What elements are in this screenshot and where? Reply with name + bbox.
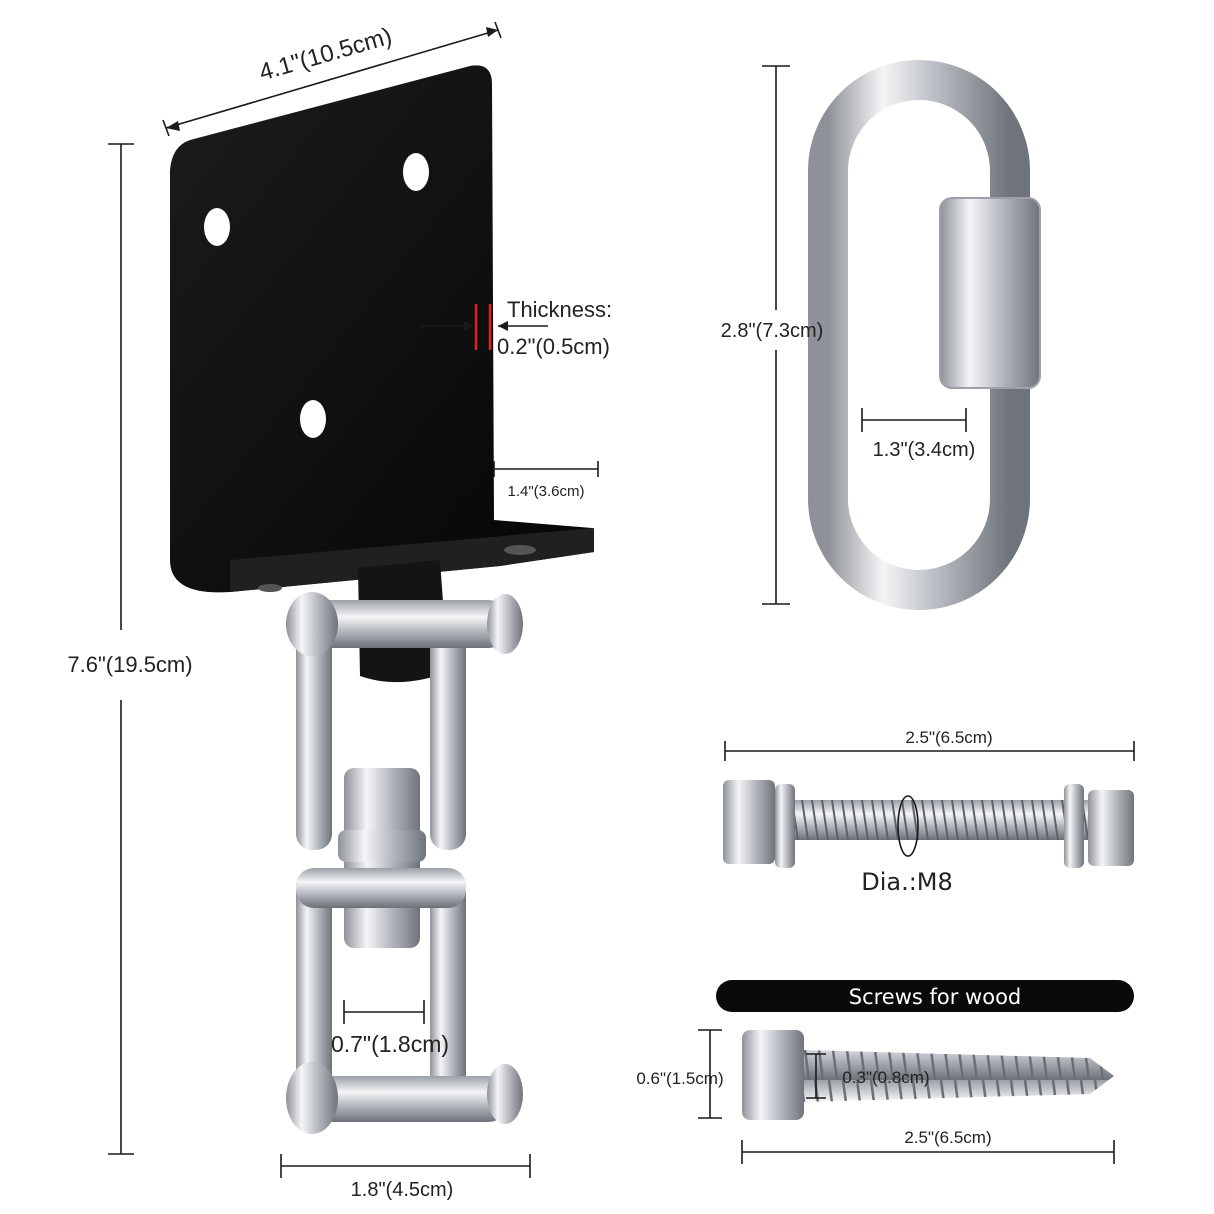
banner-background <box>716 980 1134 1012</box>
thickness-value-label: 0.2"(0.5cm) <box>497 334 610 359</box>
thickness-arrow-right <box>498 321 508 331</box>
hex-bolt-assembly <box>723 780 1134 868</box>
screw-head <box>742 1030 804 1120</box>
screw-thread <box>804 1050 1114 1102</box>
bolt-diameter-marker <box>897 795 919 857</box>
bolt-head <box>723 780 775 864</box>
lower-shackle-crown <box>296 868 466 908</box>
plate-hole <box>300 400 326 438</box>
plate-hole <box>204 208 230 246</box>
lower-shackle-right-arm <box>430 870 466 1090</box>
plate-width-arrow <box>166 121 180 131</box>
plate-width-line <box>165 29 499 129</box>
nut-washer <box>1064 784 1084 868</box>
flange-hole <box>258 584 282 592</box>
quick-link-sleeve <box>939 197 1041 389</box>
bolt-length-label: 2.5"(6.5cm) <box>905 728 992 747</box>
total-height-label: 7.6"(19.5cm) <box>67 652 192 677</box>
screw-length-label: 2.5"(6.5cm) <box>904 1128 991 1147</box>
bolt-thread <box>790 800 1095 840</box>
plate-hole <box>403 153 429 191</box>
bolt-washer <box>775 784 795 868</box>
lower-shackle-left-arm <box>296 870 332 1090</box>
mounting-plate <box>170 65 594 593</box>
link-gap-label: 1.3"(3.4cm) <box>873 439 976 461</box>
upper-pin-nut <box>487 594 523 654</box>
swivel-barrel-band <box>338 830 426 862</box>
plate-width-arrow <box>486 27 498 37</box>
screw-head-label: 0.6"(1.5cm) <box>636 1069 723 1088</box>
banner-label: Screws for wood <box>849 985 1022 1009</box>
bolt-nut <box>1088 790 1134 866</box>
bracket-assembly <box>170 65 594 1134</box>
flange-hole <box>504 545 536 555</box>
upper-shackle-pin <box>300 600 510 648</box>
wood-screw <box>742 1030 1114 1120</box>
upper-pin-head <box>286 592 338 656</box>
flange-depth-label: 1.4"(3.6cm) <box>507 483 584 500</box>
plate-flange <box>230 528 594 592</box>
lower-pin-nut <box>487 1064 523 1124</box>
lower-shackle-pin <box>300 1076 510 1122</box>
arrowheads <box>166 27 508 331</box>
wood-screw-banner: Screws for wood <box>716 980 1134 1012</box>
screw-shank-label: 0.3"(0.8cm) <box>842 1068 929 1087</box>
lower-pin-head <box>286 1062 338 1134</box>
thickness-arrow-left <box>464 321 474 331</box>
plate-width-label: 4.1"(10.5cm) <box>256 23 395 87</box>
shackle-gap-label: 0.7"(1.8cm) <box>331 1031 449 1057</box>
upper-shackle-left-arm <box>296 620 332 850</box>
upper-shackle-right-arm <box>430 620 466 850</box>
bolt-diameter-label: Dia.:M8 <box>861 868 953 896</box>
dimension-lines <box>108 21 1135 1178</box>
thickness-title-label: Thickness: <box>507 297 612 322</box>
quick-link-carabiner <box>808 60 1041 610</box>
thickness-marker <box>474 304 492 350</box>
link-height-label: 2.8"(7.3cm) <box>721 320 824 342</box>
bottom-width-label: 1.8"(4.5cm) <box>351 1179 454 1201</box>
